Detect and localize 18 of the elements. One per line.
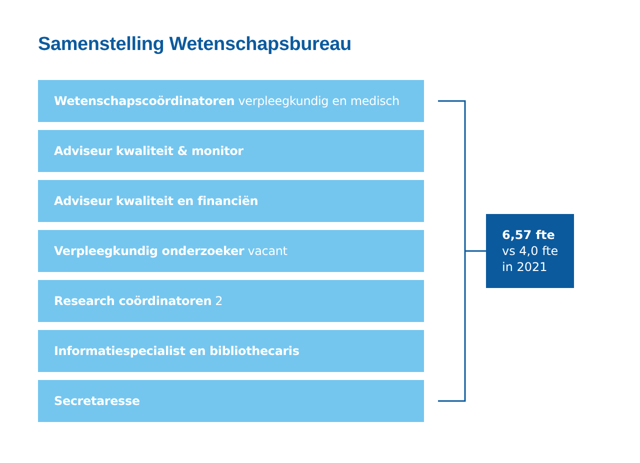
role-label: Verpleegkundig onderzoeker vacant: [54, 244, 288, 258]
role-bar: [38, 330, 424, 372]
role-bar: [38, 180, 424, 222]
role-label: Research coördinatoren 2: [54, 294, 223, 308]
role-label: Adviseur kwaliteit & monitor: [54, 144, 244, 158]
role-label: Informatiespecialist en bibliothecaris: [54, 344, 300, 358]
total-fte-box: [486, 214, 574, 288]
role-bar: [38, 80, 424, 122]
role-label: Wetenschapscoördinatoren verpleegkundig en medisch: [54, 94, 400, 108]
role-label: Adviseur kwaliteit en financiën: [54, 194, 258, 208]
total-value: 6,57 fte: [502, 227, 556, 243]
role-bar: [38, 280, 424, 322]
title: Samenstelling Wetenschapsbureau: [38, 34, 352, 56]
role-label: Secretaresse: [54, 394, 140, 408]
role-bar: [38, 130, 424, 172]
comparison-text: vs 4,0 fte in 2021: [502, 243, 560, 275]
role-bar: [38, 230, 424, 272]
role-bar: [38, 380, 424, 422]
